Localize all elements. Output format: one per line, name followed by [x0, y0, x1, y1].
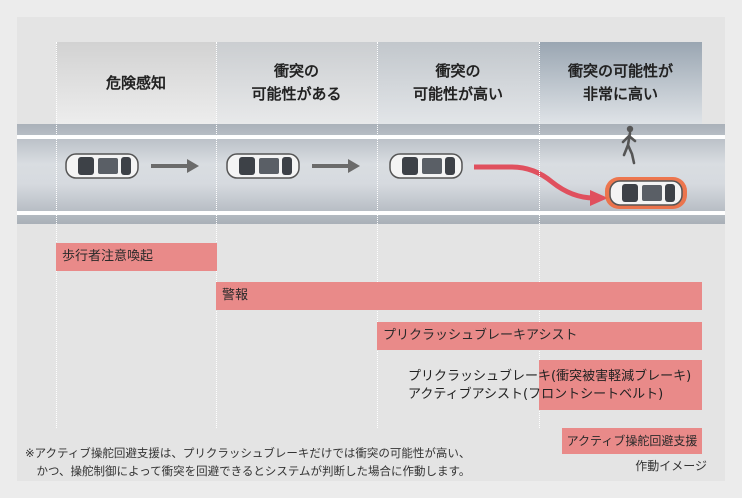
precrash-brake-bar — [539, 360, 702, 410]
stage-divider — [377, 42, 378, 428]
precrash-brake-assist-bar: プリクラッシュブレーキアシスト — [377, 322, 702, 350]
active-seatbelt-label: アクティブアシスト(フロントシートベルト) — [408, 387, 664, 402]
stage-divider — [56, 42, 57, 428]
pedestrian-alert-bar: 歩行者注意喚起 — [56, 243, 217, 271]
car-icon — [65, 153, 139, 179]
arrow-right-icon — [312, 159, 360, 173]
swerve-arrow-icon — [474, 164, 608, 206]
stage-divider — [539, 42, 540, 428]
active-steering-assist-bar: アクティブ操舵回避支援 — [562, 428, 702, 454]
image-caption: 作動イメージ — [635, 459, 707, 473]
lane-line-top — [17, 135, 725, 139]
lane-line-bottom — [17, 211, 725, 215]
pedestrian-icon — [621, 125, 637, 165]
precrash-brake-label: プリクラッシュブレーキ(衝突被害軽減ブレーキ) — [408, 369, 692, 384]
diagram-panel: 危険感知 衝突の 可能性がある 衝突の 可能性が高い 衝突の可能性が 非常に高い — [17, 17, 725, 481]
car-icon — [605, 177, 687, 209]
car-icon — [226, 153, 300, 179]
stage-divider — [216, 42, 217, 428]
stage-hazard-detection: 危険感知 — [56, 42, 216, 124]
stage-collision-likely: 衝突の 可能性が高い — [377, 42, 539, 124]
stage-collision-possible: 衝突の 可能性がある — [216, 42, 377, 124]
warning-bar: 警報 — [216, 282, 702, 310]
footnote-line: ※アクティブ操舵回避支援は、プリクラッシュブレーキだけでは衝突の可能性が高い、 — [25, 446, 471, 460]
footnote: ※アクティブ操舵回避支援は、プリクラッシュブレーキだけでは衝突の可能性が高い、 … — [25, 444, 470, 480]
arrow-right-icon — [151, 159, 199, 173]
car-icon — [389, 153, 463, 179]
stage-collision-very-likely: 衝突の可能性が 非常に高い — [539, 42, 702, 124]
footnote-line: かつ、操舵制御によって衝突を回避できるとシステムが判断した場合に作動します。 — [25, 464, 471, 478]
